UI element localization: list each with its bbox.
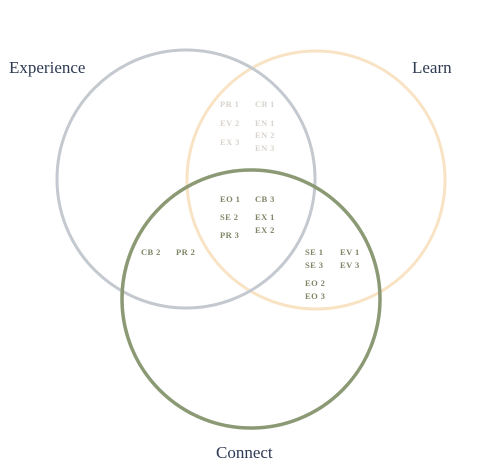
code-se1: SE 1 bbox=[305, 247, 324, 257]
code-cb3: CB 3 bbox=[255, 194, 275, 204]
code-ev1: EV 1 bbox=[340, 247, 360, 257]
code-eo2: EO 2 bbox=[305, 278, 326, 288]
code-ex1: EX 1 bbox=[255, 212, 275, 222]
label-learn: Learn bbox=[412, 58, 452, 77]
code-ev3: EV 3 bbox=[340, 260, 360, 270]
label-experience: Experience bbox=[9, 58, 86, 77]
circle-learn bbox=[185, 49, 447, 311]
circle-connect bbox=[120, 168, 382, 430]
code-cb1: CB 1 bbox=[255, 99, 275, 109]
code-se3: SE 3 bbox=[305, 260, 324, 270]
code-se2: SE 2 bbox=[220, 212, 239, 222]
code-en3: EN 3 bbox=[255, 143, 275, 153]
code-ex3: EX 3 bbox=[220, 137, 240, 147]
code-cb2: CB 2 bbox=[141, 247, 161, 257]
code-pr3: PR 3 bbox=[220, 230, 240, 240]
label-connect: Connect bbox=[216, 443, 273, 462]
code-pr2: PR 2 bbox=[176, 247, 196, 257]
code-eo3: EO 3 bbox=[305, 291, 326, 301]
circle-experience bbox=[55, 48, 317, 310]
code-pr1: PR 1 bbox=[220, 99, 240, 109]
code-ex2: EX 2 bbox=[255, 225, 275, 235]
code-ev2: EV 2 bbox=[220, 118, 240, 128]
code-en2: EN 2 bbox=[255, 130, 275, 140]
code-eo1: EO 1 bbox=[220, 194, 241, 204]
code-en1: EN 1 bbox=[255, 118, 275, 128]
